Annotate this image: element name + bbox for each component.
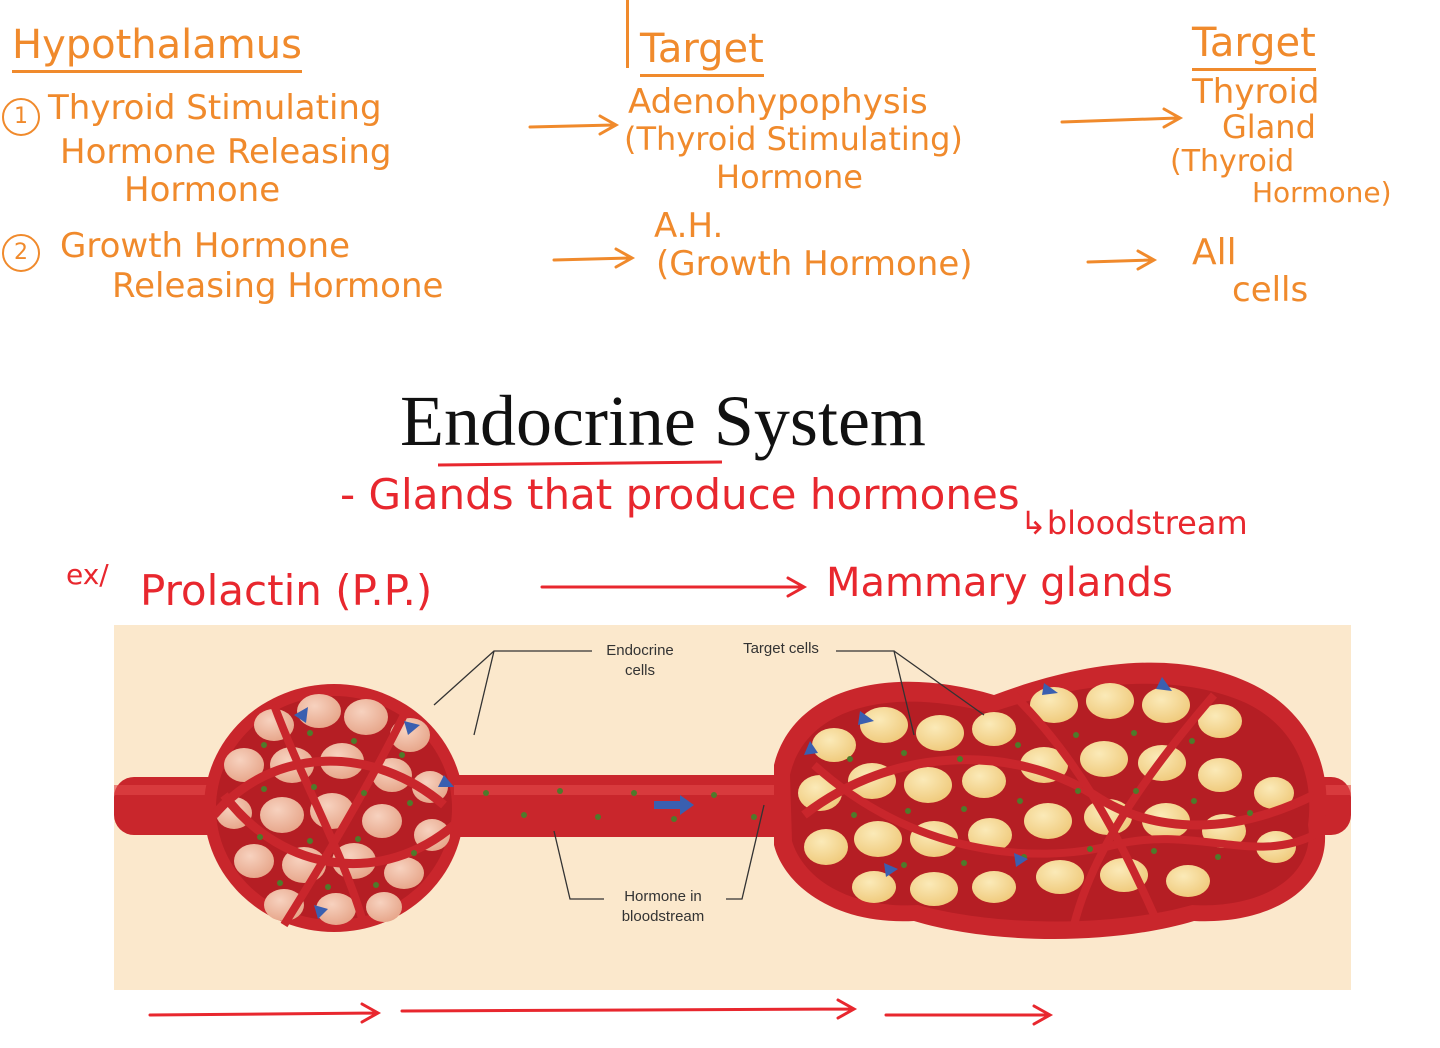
circled-number-icon: 2 (2, 234, 40, 272)
hypothalamus-item2-line2: Releasing Hormone (112, 266, 444, 306)
example-prefix: ex/ (66, 558, 109, 591)
target1-item2-line2: (Growth Hormone) (656, 244, 973, 284)
target1-item1-line1: Adenohypophysis (628, 82, 928, 122)
example-target: Mammary glands (826, 560, 1173, 606)
circled-number-icon: 1 (2, 98, 40, 136)
hypothalamus-item1-line2: Hormone Releasing (60, 132, 392, 172)
divider (626, 0, 629, 68)
bloodstream-illustration (114, 650, 1351, 939)
target2-item2-line1: All (1192, 232, 1237, 273)
target1-item1-line3: Hormone (716, 158, 863, 196)
hormone-molecules (257, 730, 1253, 890)
arrow-right-icon (884, 1004, 1054, 1026)
arrow-right-icon (540, 576, 808, 598)
arrow-right-icon (1060, 107, 1184, 129)
arrow-right-icon (148, 1002, 382, 1024)
target2-item2-line2: cells (1232, 270, 1309, 310)
bullet-text: - Glands that produce hormones (340, 470, 1020, 519)
target2-item1-line3: (Thyroid (1170, 144, 1295, 179)
arrow-right-icon (1086, 249, 1158, 271)
arrow-right-icon (552, 247, 636, 269)
target2-item1-line4: Hormone) (1252, 176, 1392, 209)
target1-item1-line2: (Thyroid Stimulating) (624, 120, 963, 158)
hypothalamus-item2-line1: Growth Hormone (60, 226, 351, 266)
hypothalamus-header: Hypothalamus (12, 22, 302, 73)
bullet-subtext: ↳bloodstream (1020, 504, 1248, 542)
target-header-2: Target (1192, 20, 1316, 71)
target2-item1-line2: Gland (1222, 108, 1316, 146)
target2-item1-line1: Thyroid (1192, 72, 1320, 112)
slide-title: Endocrine System (400, 381, 926, 461)
label-endocrine-cells: Endocrine cells (606, 642, 674, 680)
target1-item2-line1: A.H. (654, 206, 724, 246)
hypothalamus-item1-line3: Hormone (124, 170, 281, 210)
example-source: Prolactin (P.P.) (140, 566, 433, 615)
target-cells (798, 683, 1296, 906)
arrow-right-icon (400, 998, 858, 1020)
hypothalamus-item1-line1: Thyroid Stimulating (48, 88, 382, 128)
endocrine-diagram: Endocrine cells Target cells Hormone in … (114, 625, 1351, 990)
flow-arrow-icon (294, 677, 1172, 919)
label-hormone-in-bloodstream: Hormone in bloodstream (621, 888, 705, 926)
target-header-1: Target (640, 26, 764, 77)
label-target-cells: Target cells (743, 640, 819, 657)
arrow-right-icon (528, 114, 620, 136)
